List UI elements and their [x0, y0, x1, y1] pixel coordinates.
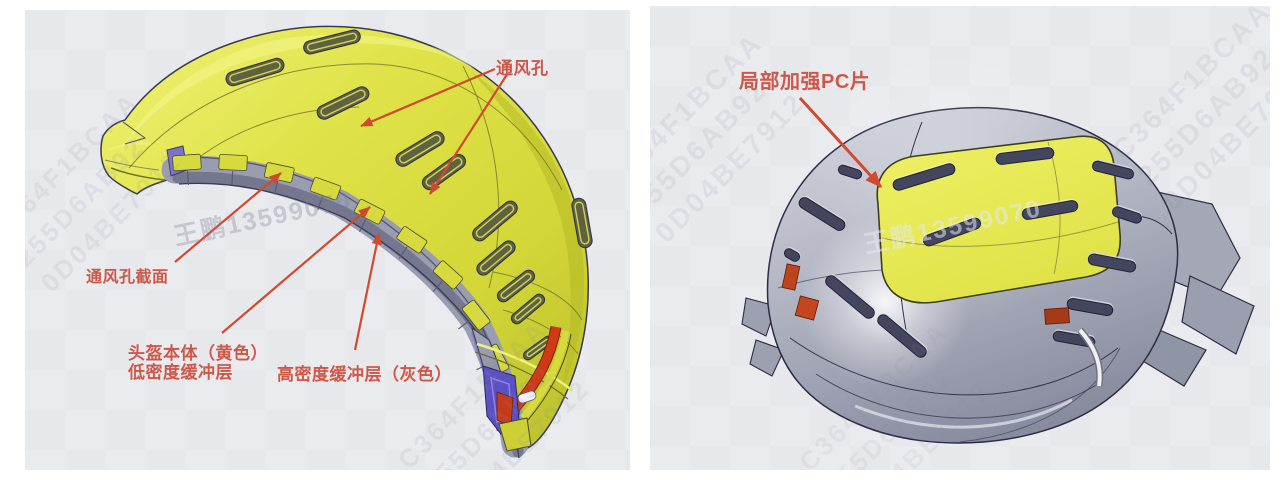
vent-slots	[225, 29, 593, 361]
front-notch	[122, 121, 147, 145]
front-groove	[110, 167, 166, 181]
right-helmet-illustration	[741, 46, 1255, 444]
chin-tab	[498, 417, 532, 452]
patch-vent-slots	[892, 145, 1079, 247]
arrow-pc-patch	[798, 96, 883, 189]
orange-markers	[781, 263, 1070, 325]
patch-seam	[1047, 141, 1061, 275]
arrow-helmet-body	[221, 206, 371, 334]
arrow-vent-2	[429, 72, 509, 195]
brim-highlight	[854, 398, 1073, 429]
shell-shade	[471, 72, 584, 396]
shell-seam	[502, 309, 579, 355]
label-helmet-body-line1: 头盔本体（黄色）	[128, 344, 268, 363]
label-helmet-body: 头盔本体（黄色） 低密度缓冲层	[128, 344, 268, 382]
brim-seam	[815, 373, 1099, 419]
label-pc-patch: 局部加强PC片	[739, 71, 871, 93]
brim-slot-highlight	[1078, 328, 1102, 387]
annotation-arrows	[174, 67, 509, 351]
inner-red-bracket	[496, 391, 514, 427]
front-groove	[104, 159, 160, 171]
label-high-density-layer: 高密度缓冲层（灰色）	[277, 365, 452, 384]
arrow-vent-1	[360, 67, 496, 128]
cutaway-section	[471, 325, 574, 452]
left-view-panel: 通风孔 通风孔截面 头盔本体（黄色） 低密度缓冲层 高密度缓冲层（灰色） 王鹏1…	[25, 10, 630, 470]
label-vent-hole: 通风孔	[496, 59, 549, 78]
label-vent-hole-section: 通风孔截面	[86, 269, 169, 286]
patch-seam	[881, 221, 1119, 247]
label-helmet-body-line2: 低密度缓冲层	[128, 363, 233, 382]
right-view-panel: 局部加强PC片 王鹏13599070 C364F1BCAA 255D6AB92 …	[650, 6, 1270, 470]
left-helmet-illustration	[100, 25, 593, 459]
dome-vent-slots	[783, 159, 1143, 358]
front-groove	[108, 142, 152, 152]
arrow-high-density	[353, 232, 382, 351]
arrow-vent-section	[174, 172, 282, 263]
brim-seam	[789, 337, 1119, 396]
dome-seam	[959, 347, 1121, 443]
shell-seam	[128, 63, 563, 191]
shell-seam	[492, 271, 583, 321]
